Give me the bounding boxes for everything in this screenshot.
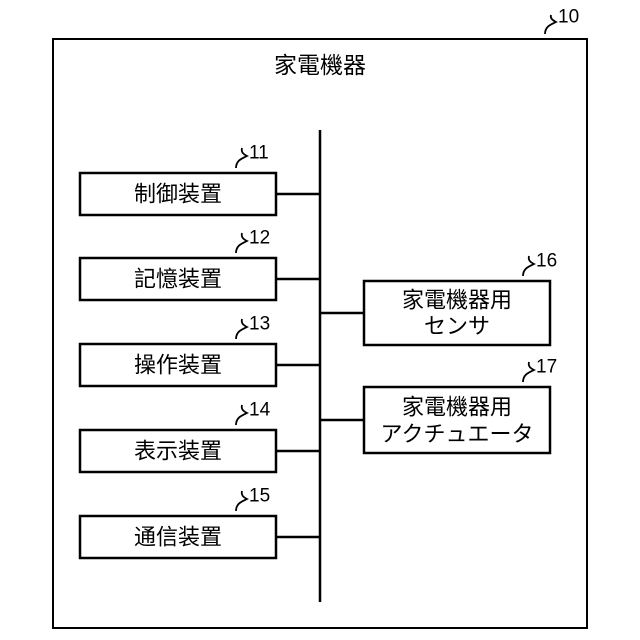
ref-number-12: 12 (249, 228, 270, 249)
appliance-actuator-label-line2: アクチュエータ (381, 423, 534, 448)
ref-number-17: 17 (536, 357, 557, 378)
ref-number-10: 10 (558, 7, 579, 28)
display-device-label: 表示装置 (134, 440, 222, 465)
operation-device-label: 操作装置 (134, 354, 222, 379)
appliance-sensor-label-line2: センサ (424, 315, 490, 340)
appliance-actuator-label-line1: 家電機器用 (402, 396, 512, 421)
ref-number-14: 14 (249, 400, 271, 421)
ref-number-11: 11 (249, 143, 269, 164)
ref-number-15: 15 (249, 486, 270, 507)
appliance-title: 家電機器 (274, 53, 366, 79)
control-device-label: 制御装置 (134, 183, 222, 208)
storage-device-label: 記憶装置 (134, 268, 222, 293)
ref-number-13: 13 (249, 314, 270, 335)
ref-leader-10 (545, 15, 556, 34)
ref-number-16: 16 (536, 251, 557, 272)
communication-device-label: 通信装置 (134, 526, 222, 551)
appliance-sensor-label-line1: 家電機器用 (402, 289, 512, 314)
